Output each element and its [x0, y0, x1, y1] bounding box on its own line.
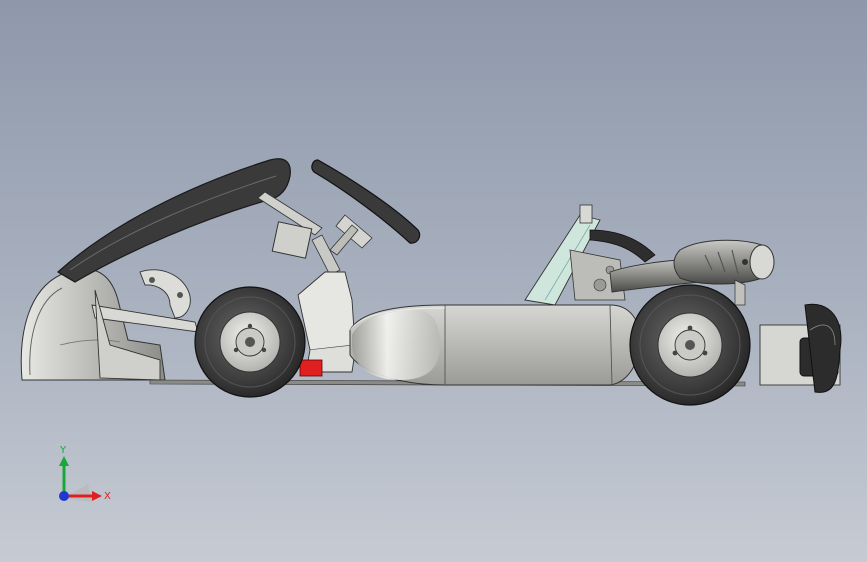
triad-y-label: Y: [59, 445, 67, 456]
front-fairing-rail[interactable]: [56, 158, 291, 283]
triad-origin-z: [59, 491, 69, 501]
rear-bumper[interactable]: [759, 303, 842, 393]
exhaust-pipe[interactable]: [609, 239, 775, 306]
front-wheel[interactable]: [194, 286, 306, 398]
seat-frame[interactable]: [297, 271, 357, 377]
triad-z-axis: [64, 484, 92, 502]
triad-y-axis: Y: [59, 445, 69, 494]
front-bumper-bar[interactable]: [91, 269, 199, 381]
side-pod[interactable]: [349, 304, 641, 386]
triad-x-label: X: [104, 491, 111, 502]
rear-wheel[interactable]: [629, 284, 751, 406]
engine-mount[interactable]: [524, 204, 656, 306]
coordinate-triad: Y X: [59, 445, 111, 502]
steering-assembly[interactable]: [257, 159, 421, 276]
